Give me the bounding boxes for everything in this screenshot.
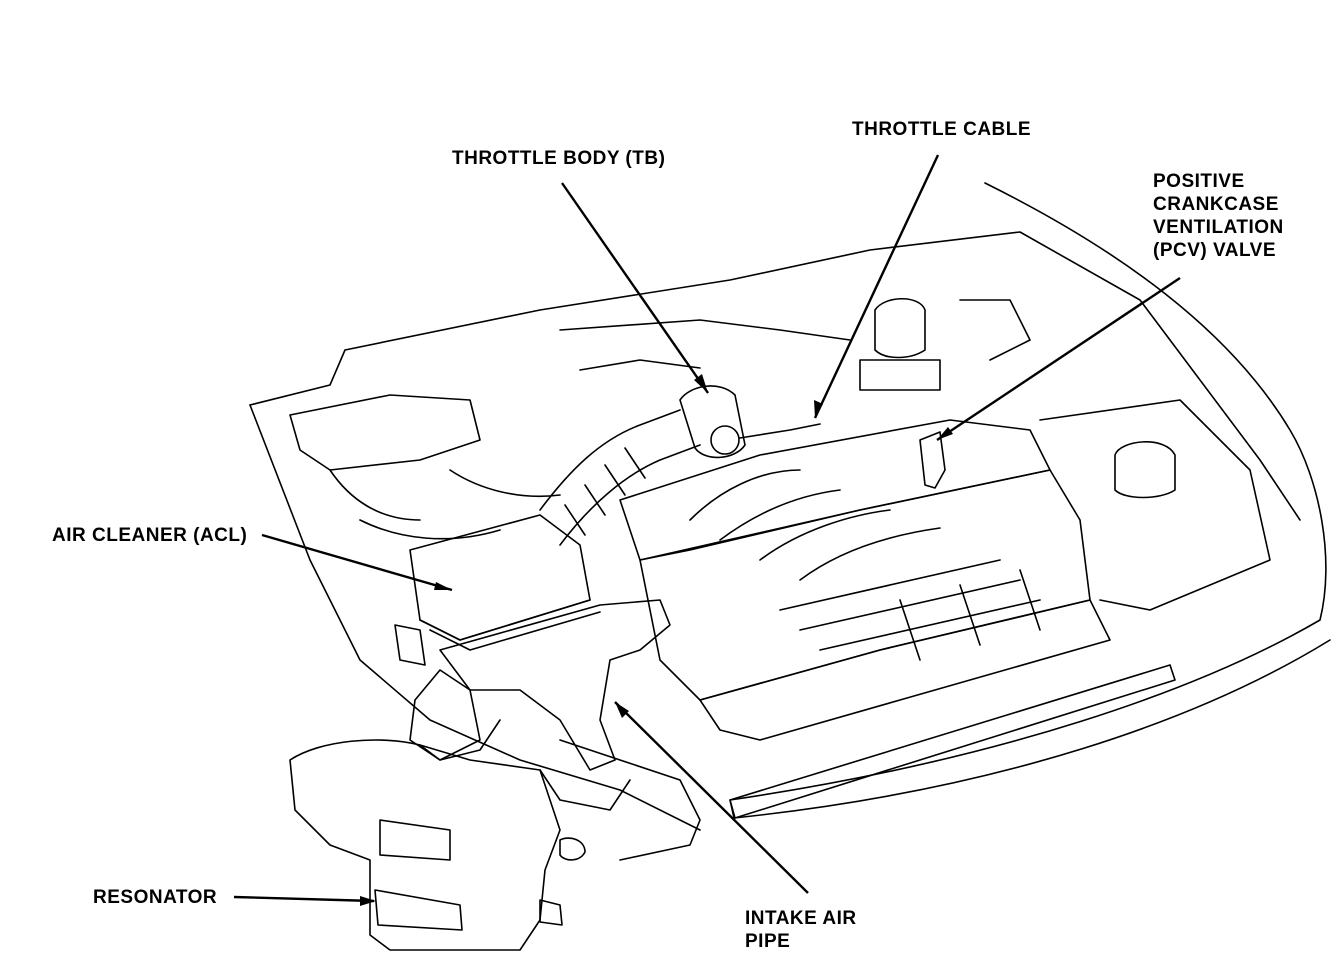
intake-air-pipe-elbow xyxy=(409,669,481,761)
intake-air-pipe-shape xyxy=(439,599,671,771)
label-throttle-body: THROTTLE BODY (TB) xyxy=(452,148,666,169)
resonator-mount xyxy=(539,837,586,926)
leader-intake-air-pipe xyxy=(614,701,809,894)
air-cleaner-bracket xyxy=(394,624,426,666)
intake-duct xyxy=(539,409,701,546)
air-cleaner-box xyxy=(409,514,591,641)
firewall-components xyxy=(559,299,1031,371)
arrow-throttle-body xyxy=(694,374,708,393)
arrow-resonator xyxy=(360,896,376,906)
body-lower-outline xyxy=(249,404,701,831)
label-pcv-line-4: (PCV) VALVE xyxy=(1153,240,1277,261)
leader-air-cleaner xyxy=(261,533,453,592)
leader-throttle-cable xyxy=(813,154,940,419)
label-intake-air-pipe: INTAKE AIR PIPE xyxy=(745,907,857,953)
battery-area xyxy=(289,394,481,471)
reservoir-tank xyxy=(1114,441,1176,499)
throttle-cable-line xyxy=(739,423,821,439)
left-wiring xyxy=(329,469,561,540)
throttle-body-housing xyxy=(679,385,746,459)
engine-block-lower xyxy=(699,599,1111,741)
leader-throttle-body xyxy=(561,182,709,394)
brake-master-cylinder xyxy=(859,298,941,391)
fender-left-outline xyxy=(249,231,1301,521)
radiator-right xyxy=(1039,399,1271,611)
label-pcv-line-2: CRANKCASE xyxy=(1153,194,1279,215)
label-air-cleaner: AIR CLEANER (ACL) xyxy=(52,525,248,546)
label-throttle-cable: THROTTLE CABLE xyxy=(852,119,1032,140)
leader-resonator xyxy=(233,895,375,903)
hood-outline xyxy=(729,182,1331,819)
resonator-panel-upper xyxy=(379,819,451,861)
arrow-air-cleaner xyxy=(434,582,452,590)
label-pcv-line-3: VENTILATION xyxy=(1153,217,1284,238)
label-intake-line-2: PIPE xyxy=(745,931,791,952)
bumper-outline xyxy=(559,739,701,861)
leader-pcv-valve xyxy=(936,277,1181,441)
arrow-pcv-valve xyxy=(937,427,953,440)
pcv-valve-shape xyxy=(919,431,946,489)
resonator-body xyxy=(289,739,561,951)
resonator-neck xyxy=(419,719,631,811)
throttle-drum xyxy=(710,425,740,455)
arrow-throttle-cable xyxy=(814,400,823,418)
engine-detail-lines xyxy=(779,559,1041,661)
resonator-panel-lower xyxy=(374,889,463,931)
label-resonator: RESONATOR xyxy=(93,887,218,908)
intake-manifold-runners xyxy=(689,469,941,581)
label-pcv-line-1: POSITIVE xyxy=(1153,171,1245,192)
intake-duct-ribs xyxy=(564,447,646,536)
arrow-intake-air-pipe xyxy=(615,702,629,718)
grille-strip xyxy=(729,664,1176,819)
label-pcv-valve: POSITIVE CRANKCASE VENTILATION (PCV) VAL… xyxy=(1153,170,1284,262)
label-intake-line-1: INTAKE AIR xyxy=(745,908,857,929)
air-cleaner-lid-edge xyxy=(419,599,601,651)
